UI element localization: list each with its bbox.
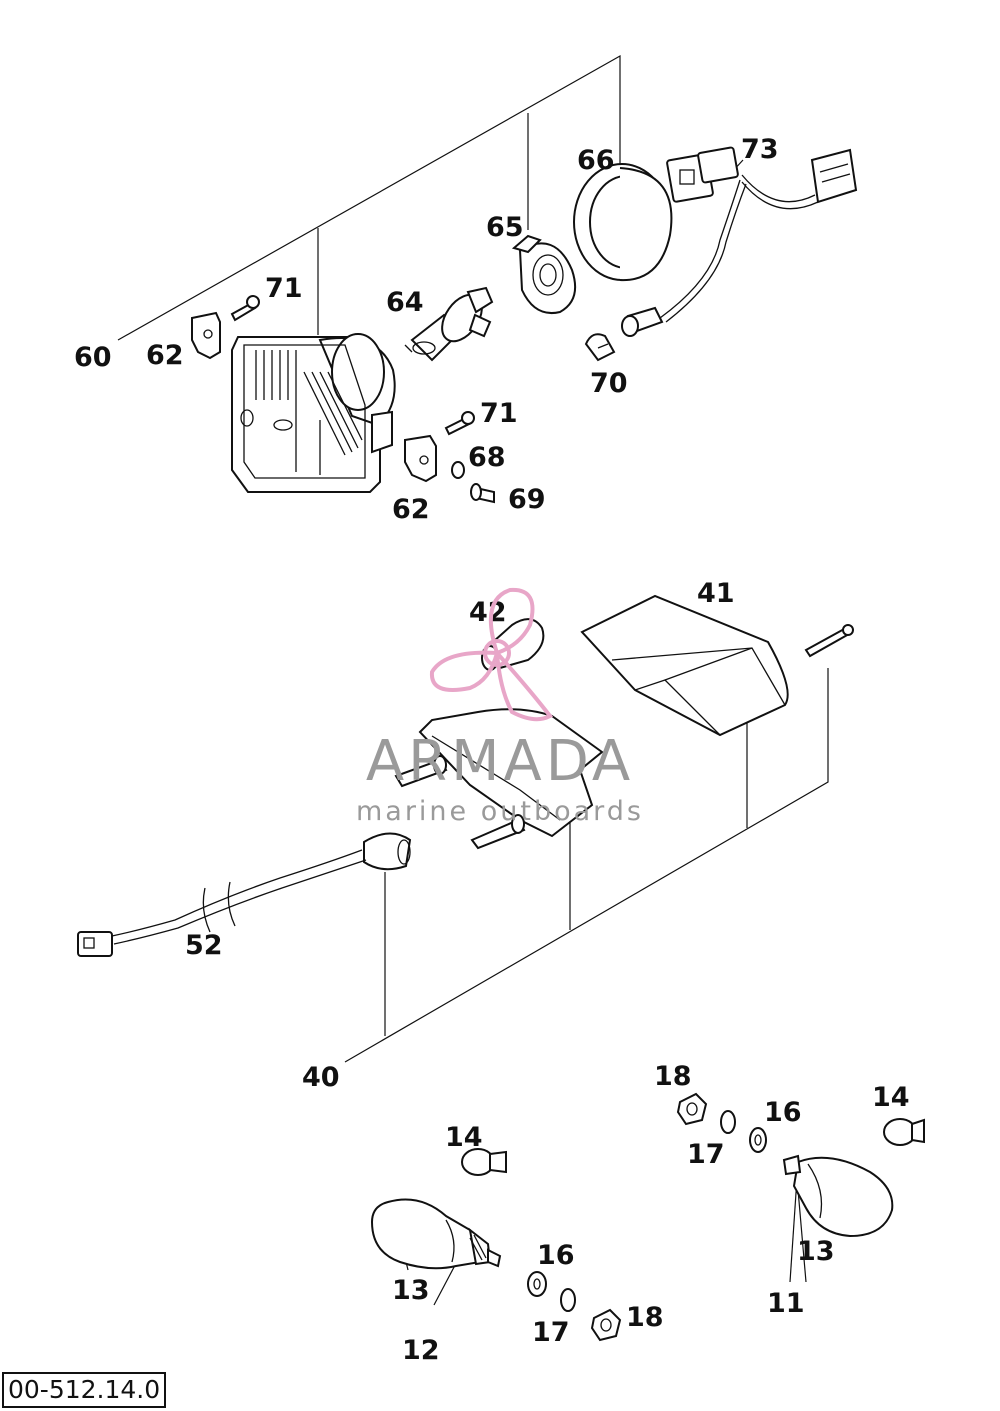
callout-68: 68 — [468, 442, 506, 473]
washer-left — [527, 1271, 547, 1297]
callout-42: 42 — [469, 597, 507, 628]
callout-16-right: 16 — [764, 1097, 802, 1128]
callout-62-lower: 62 — [392, 494, 430, 525]
propeller-icon — [429, 587, 554, 722]
taillight-base — [394, 708, 604, 850]
headlight-lens-ribs — [255, 350, 363, 475]
washer-right — [749, 1127, 767, 1153]
watermark-logo: ARMADA marine outboards — [356, 587, 644, 827]
callout-18-left: 18 — [626, 1302, 664, 1333]
callout-73: 73 — [741, 134, 779, 165]
taillight-screw — [804, 624, 854, 658]
callout-71-lower: 71 — [480, 398, 518, 429]
lockwasher-left — [560, 1288, 576, 1312]
washer-68 — [451, 461, 465, 479]
callout-12: 12 — [402, 1335, 440, 1366]
drawing-number-label: 00-512.14.0 — [2, 1372, 167, 1408]
watermark-tagline: marine outboards — [356, 796, 644, 827]
callout-14-left: 14 — [445, 1122, 483, 1153]
bulb-socket-cable — [77, 832, 412, 957]
nut-left — [590, 1308, 622, 1342]
callout-52: 52 — [185, 930, 223, 961]
bulb-retainer-ring — [511, 234, 576, 314]
screw-lower — [444, 411, 475, 436]
wiring-harness-headlight — [621, 146, 858, 337]
callout-13-right: 13 — [797, 1236, 835, 1267]
bolt-69 — [470, 483, 495, 504]
callout-17-right: 17 — [687, 1139, 725, 1170]
callout-41: 41 — [697, 578, 735, 609]
callout-70: 70 — [590, 368, 628, 399]
callout-69: 69 — [508, 484, 546, 515]
indicator-left — [370, 1198, 502, 1270]
leader-lines-headlight — [117, 54, 744, 341]
mounting-bracket-upper — [191, 311, 221, 360]
callout-65: 65 — [486, 212, 524, 243]
leader-lines-taillight — [344, 668, 829, 1063]
callout-64: 64 — [386, 287, 424, 318]
callout-62-upper: 62 — [146, 340, 184, 371]
nut-right — [676, 1092, 708, 1126]
indicator-bulb-left — [461, 1148, 507, 1176]
indicator-right — [782, 1154, 894, 1238]
callout-14-right: 14 — [872, 1082, 910, 1113]
callout-66: 66 — [577, 145, 615, 176]
lockwasher-right — [720, 1110, 736, 1134]
screw-upper — [230, 295, 260, 322]
taillight-lens — [580, 594, 789, 737]
callout-16-left: 16 — [537, 1240, 575, 1271]
callout-60: 60 — [74, 342, 112, 373]
callout-40: 40 — [302, 1062, 340, 1093]
callout-11: 11 — [767, 1288, 805, 1319]
parking-bulb — [584, 333, 616, 362]
rubber-boot — [573, 163, 673, 282]
callout-71-upper: 71 — [265, 273, 303, 304]
indicator-bulb-right — [883, 1118, 925, 1146]
headlight-bulb — [404, 286, 494, 362]
headlight-housing — [231, 333, 396, 493]
watermark-brand: ARMADA — [366, 729, 634, 794]
callout-17-left: 17 — [532, 1317, 570, 1348]
callout-18-right: 18 — [654, 1061, 692, 1092]
callout-13-left: 13 — [392, 1275, 430, 1306]
mounting-bracket-lower — [404, 434, 437, 483]
